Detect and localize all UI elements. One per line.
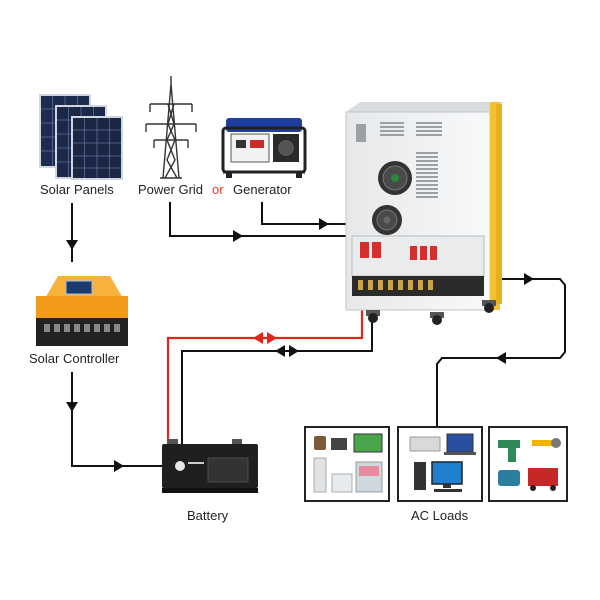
generator-label: Generator — [233, 182, 292, 197]
battery-icon — [162, 439, 258, 493]
arrow-left-icon — [275, 345, 285, 357]
generator-icon — [221, 118, 307, 178]
solar-controller-label: Solar Controller — [29, 351, 120, 366]
arrow-down-icon — [66, 240, 78, 250]
power-tools-icon — [488, 426, 568, 502]
arrow-left-icon — [496, 352, 506, 364]
flow-arrows — [66, 218, 534, 472]
arrow-right-icon — [289, 345, 299, 357]
office-equipment-icon — [397, 426, 483, 502]
transmission-tower-icon — [145, 76, 197, 179]
inverter-cabinet-icon — [345, 102, 504, 325]
arrow-right-icon — [114, 460, 124, 472]
cooling-fan-icon — [378, 161, 412, 195]
arrow-down-icon — [66, 402, 78, 412]
solar-panels-label: Solar Panels — [40, 182, 114, 197]
breaker-icon — [360, 242, 437, 260]
battery-label: Battery — [187, 508, 229, 523]
arrow-right-icon — [233, 230, 243, 242]
cooling-fan-icon — [372, 205, 402, 235]
power-grid-label: Power Grid — [138, 182, 204, 197]
battery-positive-wire — [166, 290, 364, 444]
solar-panel-icon — [39, 94, 123, 180]
bidirectional-arrow-icon — [253, 332, 277, 344]
ac-loads-label: AC Loads — [411, 508, 469, 523]
arrow-right-icon — [524, 273, 534, 285]
charge-controller-icon — [36, 276, 128, 346]
arrow-right-icon — [319, 218, 329, 230]
home-appliances-icon — [304, 426, 390, 502]
or-label: or — [212, 182, 224, 197]
